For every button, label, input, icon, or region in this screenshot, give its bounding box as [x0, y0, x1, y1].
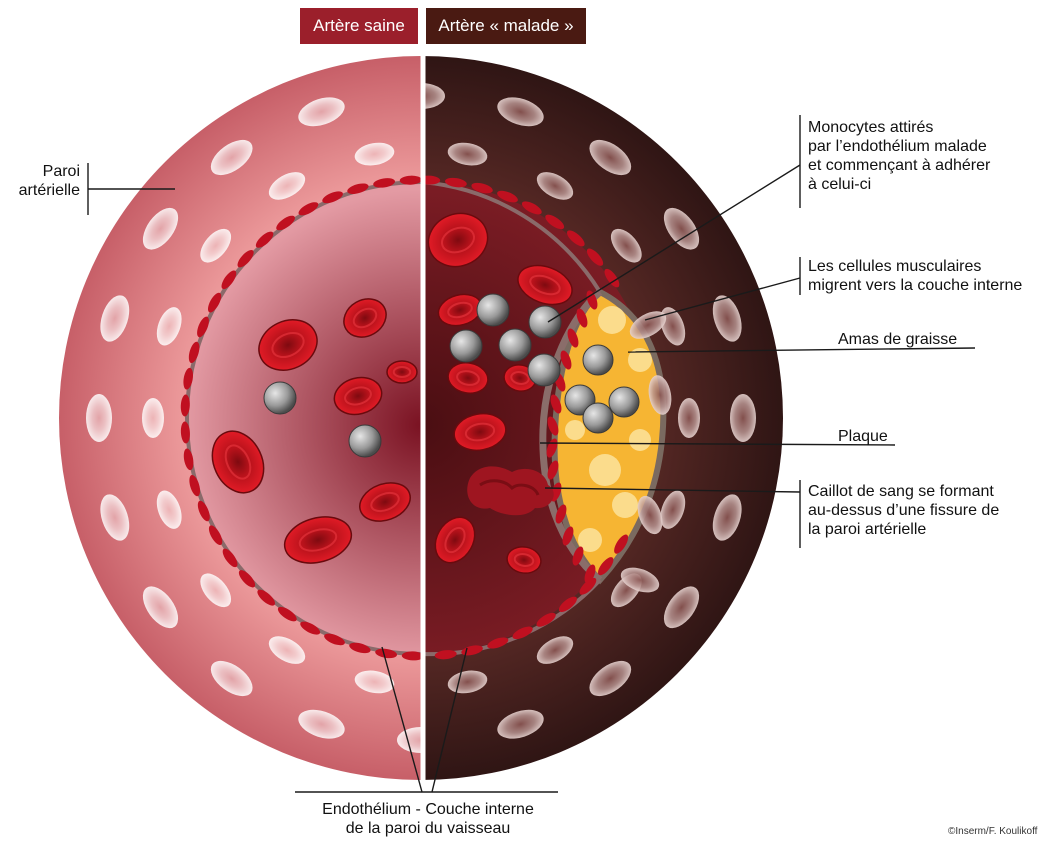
fat-deposit-label: Amas de graisse	[838, 330, 957, 349]
blood-clot-label: Caillot de sang se formant au-dessus d’u…	[808, 482, 999, 539]
monocyte	[583, 403, 613, 433]
monocyte	[583, 345, 613, 375]
red-blood-cell	[387, 361, 417, 383]
muscle-cell	[142, 398, 164, 438]
diseased-artery-tab: Artère « malade »	[426, 8, 586, 44]
monocyte	[264, 382, 296, 414]
monocyte	[349, 425, 381, 457]
monocyte	[528, 354, 560, 386]
monocyte	[529, 306, 561, 338]
muscle-cell	[86, 394, 112, 442]
muscle-cell	[730, 394, 756, 442]
muscle-cells-label: Les cellules musculaires migrent vers la…	[808, 257, 1022, 295]
fat-globule	[629, 429, 651, 451]
endothelium-label: Endothélium - Couche interne de la paroi…	[300, 800, 556, 838]
plaque-label: Plaque	[838, 427, 888, 446]
image-credit: ©Inserm/F. Koulikoff	[948, 826, 1037, 838]
healthy-artery-tab: Artère saine	[300, 8, 418, 44]
fat-globule	[612, 492, 638, 518]
fat-globule	[598, 306, 626, 334]
arterial-wall-label: Paroi artérielle	[18, 162, 80, 200]
monocyte	[499, 329, 531, 361]
monocyte	[477, 294, 509, 326]
fat-globule	[565, 420, 585, 440]
monocyte	[450, 330, 482, 362]
muscle-cell	[678, 398, 700, 438]
monocytes-label: Monocytes attirés par l’endothélium mala…	[808, 118, 990, 194]
monocyte	[609, 387, 639, 417]
fat-globule	[589, 454, 621, 486]
